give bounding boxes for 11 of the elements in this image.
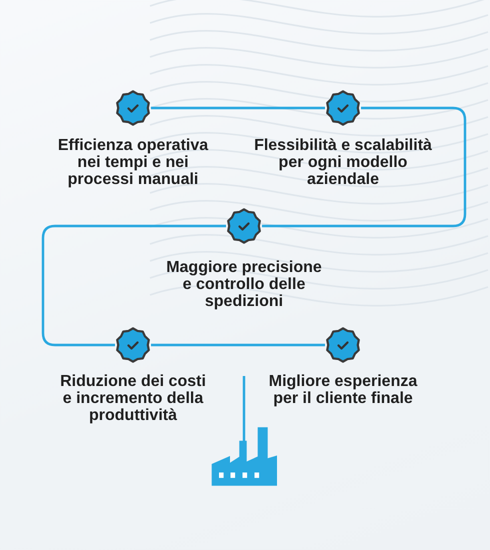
- connector-line: [151, 106, 325, 110]
- factory-icon: [211, 427, 277, 486]
- connector-line: [262, 106, 466, 228]
- description-text: Efficienza operativa nei tempi e nei processi manuali: [56, 137, 210, 188]
- connector-line: [42, 224, 226, 346]
- description-text: Maggiore precisione e controllo delle spedizioni: [165, 259, 323, 310]
- description-text: Migliore esperienza per il cliente finale: [268, 373, 418, 407]
- description-text: Flessibilità e scalabilità per ogni modello aziendale: [253, 137, 433, 188]
- description-text: Riduzione dei costi e incremento della produttività: [59, 373, 207, 424]
- connector-line: [242, 376, 246, 441]
- connector-line: [151, 344, 325, 346]
